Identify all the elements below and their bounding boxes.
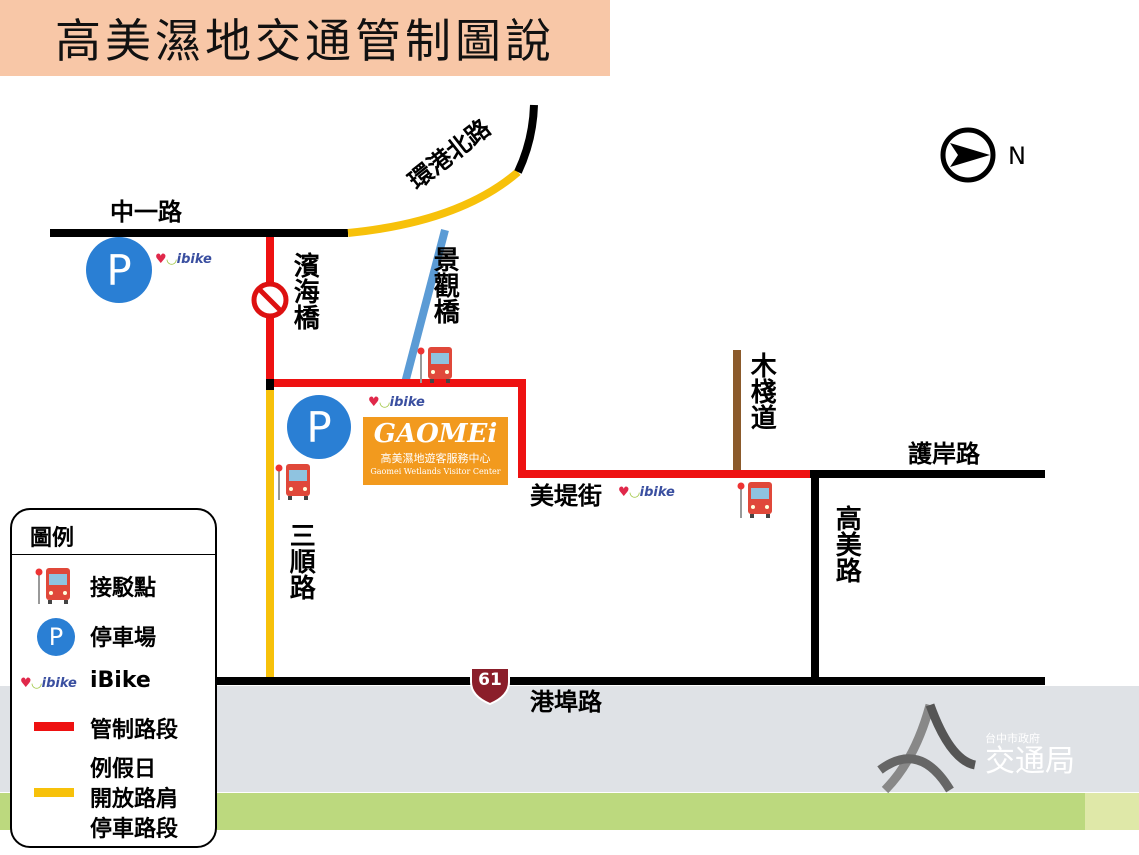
label-huan: 護岸路 [908,439,980,468]
legend-label-shuttle: 接駁點 [90,575,157,601]
ibike-text: ibike [389,395,425,410]
light-green-band [1085,793,1139,830]
compass-icon [940,127,996,183]
ibike-text: ibike [639,485,675,500]
parking-icon: P [86,237,152,303]
visitor-center-brand: GAOMEi [373,419,498,449]
road-huangang-yellow [347,168,521,237]
bus-stop-icon [737,482,772,518]
road-jingguan-bridge [401,228,449,385]
label-binhai-bridge: 濱海橋 [289,252,320,330]
ibike-icon: ♥◡ibike [20,676,77,691]
page-title: 高美濕地交通管制圖說 [0,0,610,76]
ibike-icon: ♥◡ibike [155,252,212,267]
legend-swatch-controlled [34,722,74,731]
bus-stop-icon [417,347,452,383]
label-gaomei: 高美路 [831,505,862,583]
ibike-icon: ♥◡ibike [368,395,425,410]
agency-logo-icon [877,703,977,794]
parking-icon: P [287,395,351,459]
legend-label-shoulder-1: 例假日 [90,756,157,782]
label-muzhan: 木棧道 [746,352,777,430]
label-meidi: 美堤街 [530,481,602,510]
compass-n-label: N [1008,142,1026,170]
label-route-61: 61 [478,670,502,690]
no-entry-icon [251,281,289,319]
label-jingguan-bridge: 景觀橋 [429,246,460,324]
road-controlled [266,379,812,478]
bus-stop-icon [275,464,310,500]
ibike-text: ibike [41,676,77,691]
legend: 圖例 接駁點 P 停車場 ♥◡ibike iBike 管制路段 例假日 開放路肩… [10,508,217,848]
route-61-shield-icon [470,667,510,706]
bus-stop-icon [35,568,70,604]
legend-label-shoulder-3: 停車路段 [90,816,179,842]
legend-label-shoulder-2: 開放路肩 [90,786,179,812]
ibike-icon: ♥◡ibike [618,485,675,500]
road-huangang-black [514,104,538,174]
legend-label-shoulder: 例假日 開放路肩 停車路段 [90,754,178,844]
visitor-center-logo: GAOMEi 高美濕地遊客服務中心 Gaomei Wetlands Visito… [363,417,508,485]
legend-swatch-shoulder [34,788,74,797]
legend-label-controlled: 管制路段 [90,717,179,743]
agency-line1: 台中市政府 [985,732,1040,745]
agency-line2: 交通局 [985,744,1075,779]
ibike-text: ibike [176,252,212,267]
legend-label-ibike: iBike [90,668,151,693]
visitor-center-name-en: Gaomei Wetlands Visitor Center [370,467,501,476]
label-zhongyi: 中一路 [110,197,182,226]
legend-title: 圖例 [30,525,75,551]
bus-stop-icon [35,568,70,604]
label-gangbu: 港埠路 [530,687,602,716]
agency-name: 台中市政府 交通局 [985,730,1075,778]
parking-icon: P [37,618,75,656]
label-sanshun: 三順路 [285,522,316,600]
legend-label-parking: 停車場 [90,625,157,651]
visitor-center-name-zh: 高美濕地遊客服務中心 [380,452,491,465]
